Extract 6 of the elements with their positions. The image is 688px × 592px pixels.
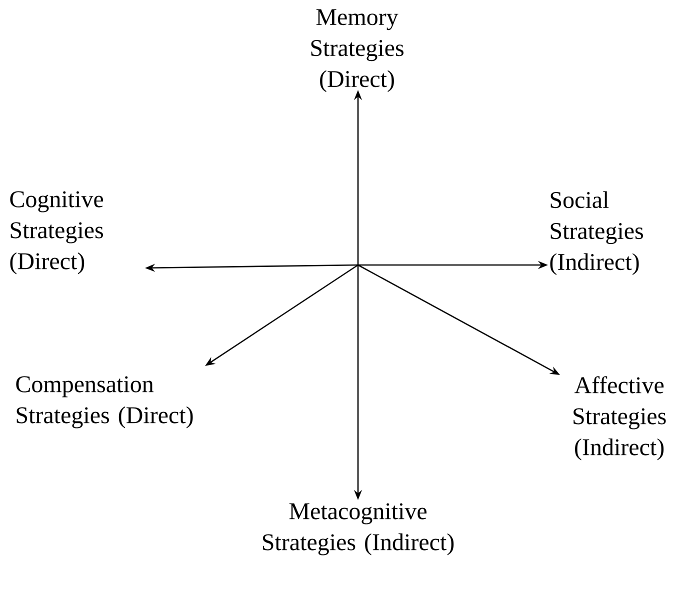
strategy-label: Memory Strategies (Direct) [311, 9, 404, 92]
strategy-label: Cognitive Strategies (Direct) [10, 191, 104, 274]
strategy-label: Affective Strategies (Indirect) [574, 376, 666, 460]
strategy-label: Social Strategies (Indirect) [550, 191, 643, 275]
strategy-label: Metacognitive Strategies (Indirect) [262, 503, 454, 556]
strategy-label: Compensation Strategies (Direct) [16, 376, 193, 428]
